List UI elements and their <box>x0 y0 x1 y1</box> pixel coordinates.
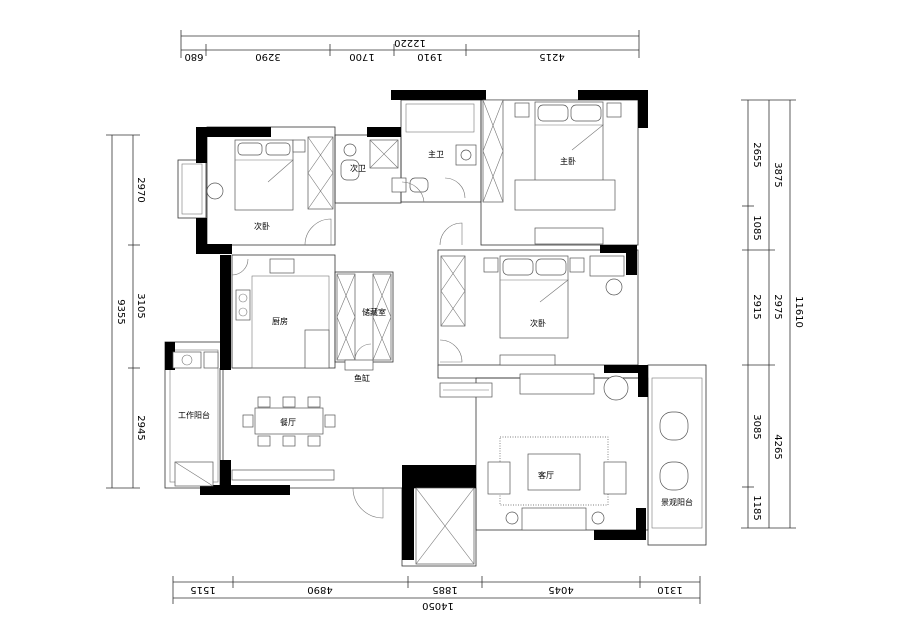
doors <box>231 177 466 519</box>
left-dim-segment: 2945 <box>135 415 146 440</box>
room-labels: 次卧 次卫 主卫 主卧 厨房 储藏室 次卧 鱼缸 工作阳台 餐厅 客厅 景观阳台 <box>178 149 693 507</box>
top-dim-segment: 1700 <box>349 51 374 62</box>
bottom-dim-segment: 4890 <box>307 584 332 595</box>
right-dim-inner: 2915 <box>751 294 762 319</box>
room-label-work-balcony: 工作阳台 <box>178 410 210 420</box>
bottom-dim-segment: 1515 <box>190 584 215 595</box>
right-dim-inner: 3085 <box>751 414 762 439</box>
right-dim-outer: 4265 <box>772 434 783 459</box>
top-dim-segment: 4215 <box>539 51 564 62</box>
left-dimension-chain: 9355 2970 3105 2945 <box>106 134 146 489</box>
right-total-dim: 11610 <box>793 296 804 328</box>
wardrobes <box>174 99 504 565</box>
room-label-dining: 餐厅 <box>280 418 296 427</box>
room-label-bath-second: 次卫 <box>350 163 366 173</box>
room-label-master-bedroom: 主卧 <box>560 156 576 166</box>
furniture <box>172 102 689 531</box>
top-dim-segment: 3290 <box>255 51 280 62</box>
room-label-kitchen: 厨房 <box>272 316 288 326</box>
top-dim-segment: 1910 <box>417 51 442 62</box>
bottom-dimension-chain: 1515 4890 1885 4045 1310 14050 <box>172 576 701 611</box>
bottom-dim-segment: 4045 <box>548 584 573 595</box>
left-total-dim: 9355 <box>115 299 126 324</box>
right-dim-inner: 1185 <box>751 495 762 520</box>
beds <box>234 101 604 339</box>
right-dim-outer: 2975 <box>772 294 783 319</box>
right-dim-inner: 2655 <box>751 142 762 167</box>
bottom-dim-segment: 1885 <box>432 584 457 595</box>
right-dim-inner: 1085 <box>751 215 762 240</box>
left-dim-segment: 3105 <box>135 293 146 318</box>
top-dimension-chain: 12220 680 3290 1700 1910 4215 <box>180 30 640 62</box>
right-dimension-chain: 2655 1085 2915 3085 1185 3875 2975 4265 … <box>741 99 804 529</box>
room-label-bath-master: 主卫 <box>428 149 444 159</box>
top-total-dim: 12220 <box>394 37 426 48</box>
bottom-dim-segment: 1310 <box>657 584 682 595</box>
bottom-total-dim: 14050 <box>422 600 454 611</box>
room-label-storage: 储藏室 <box>362 307 386 317</box>
room-label-living: 客厅 <box>538 470 554 480</box>
top-dim-segment: 680 <box>184 51 203 62</box>
right-dim-outer: 3875 <box>772 162 783 187</box>
solid-walls <box>165 90 648 560</box>
room-label-view-balcony: 景观阳台 <box>661 497 693 507</box>
left-dim-segment: 2970 <box>135 177 146 202</box>
room-label-bedroom-mid: 次卧 <box>530 318 546 328</box>
room-label-bedroom-nw: 次卧 <box>254 221 270 231</box>
room-label-fish-tank: 鱼缸 <box>354 373 370 383</box>
